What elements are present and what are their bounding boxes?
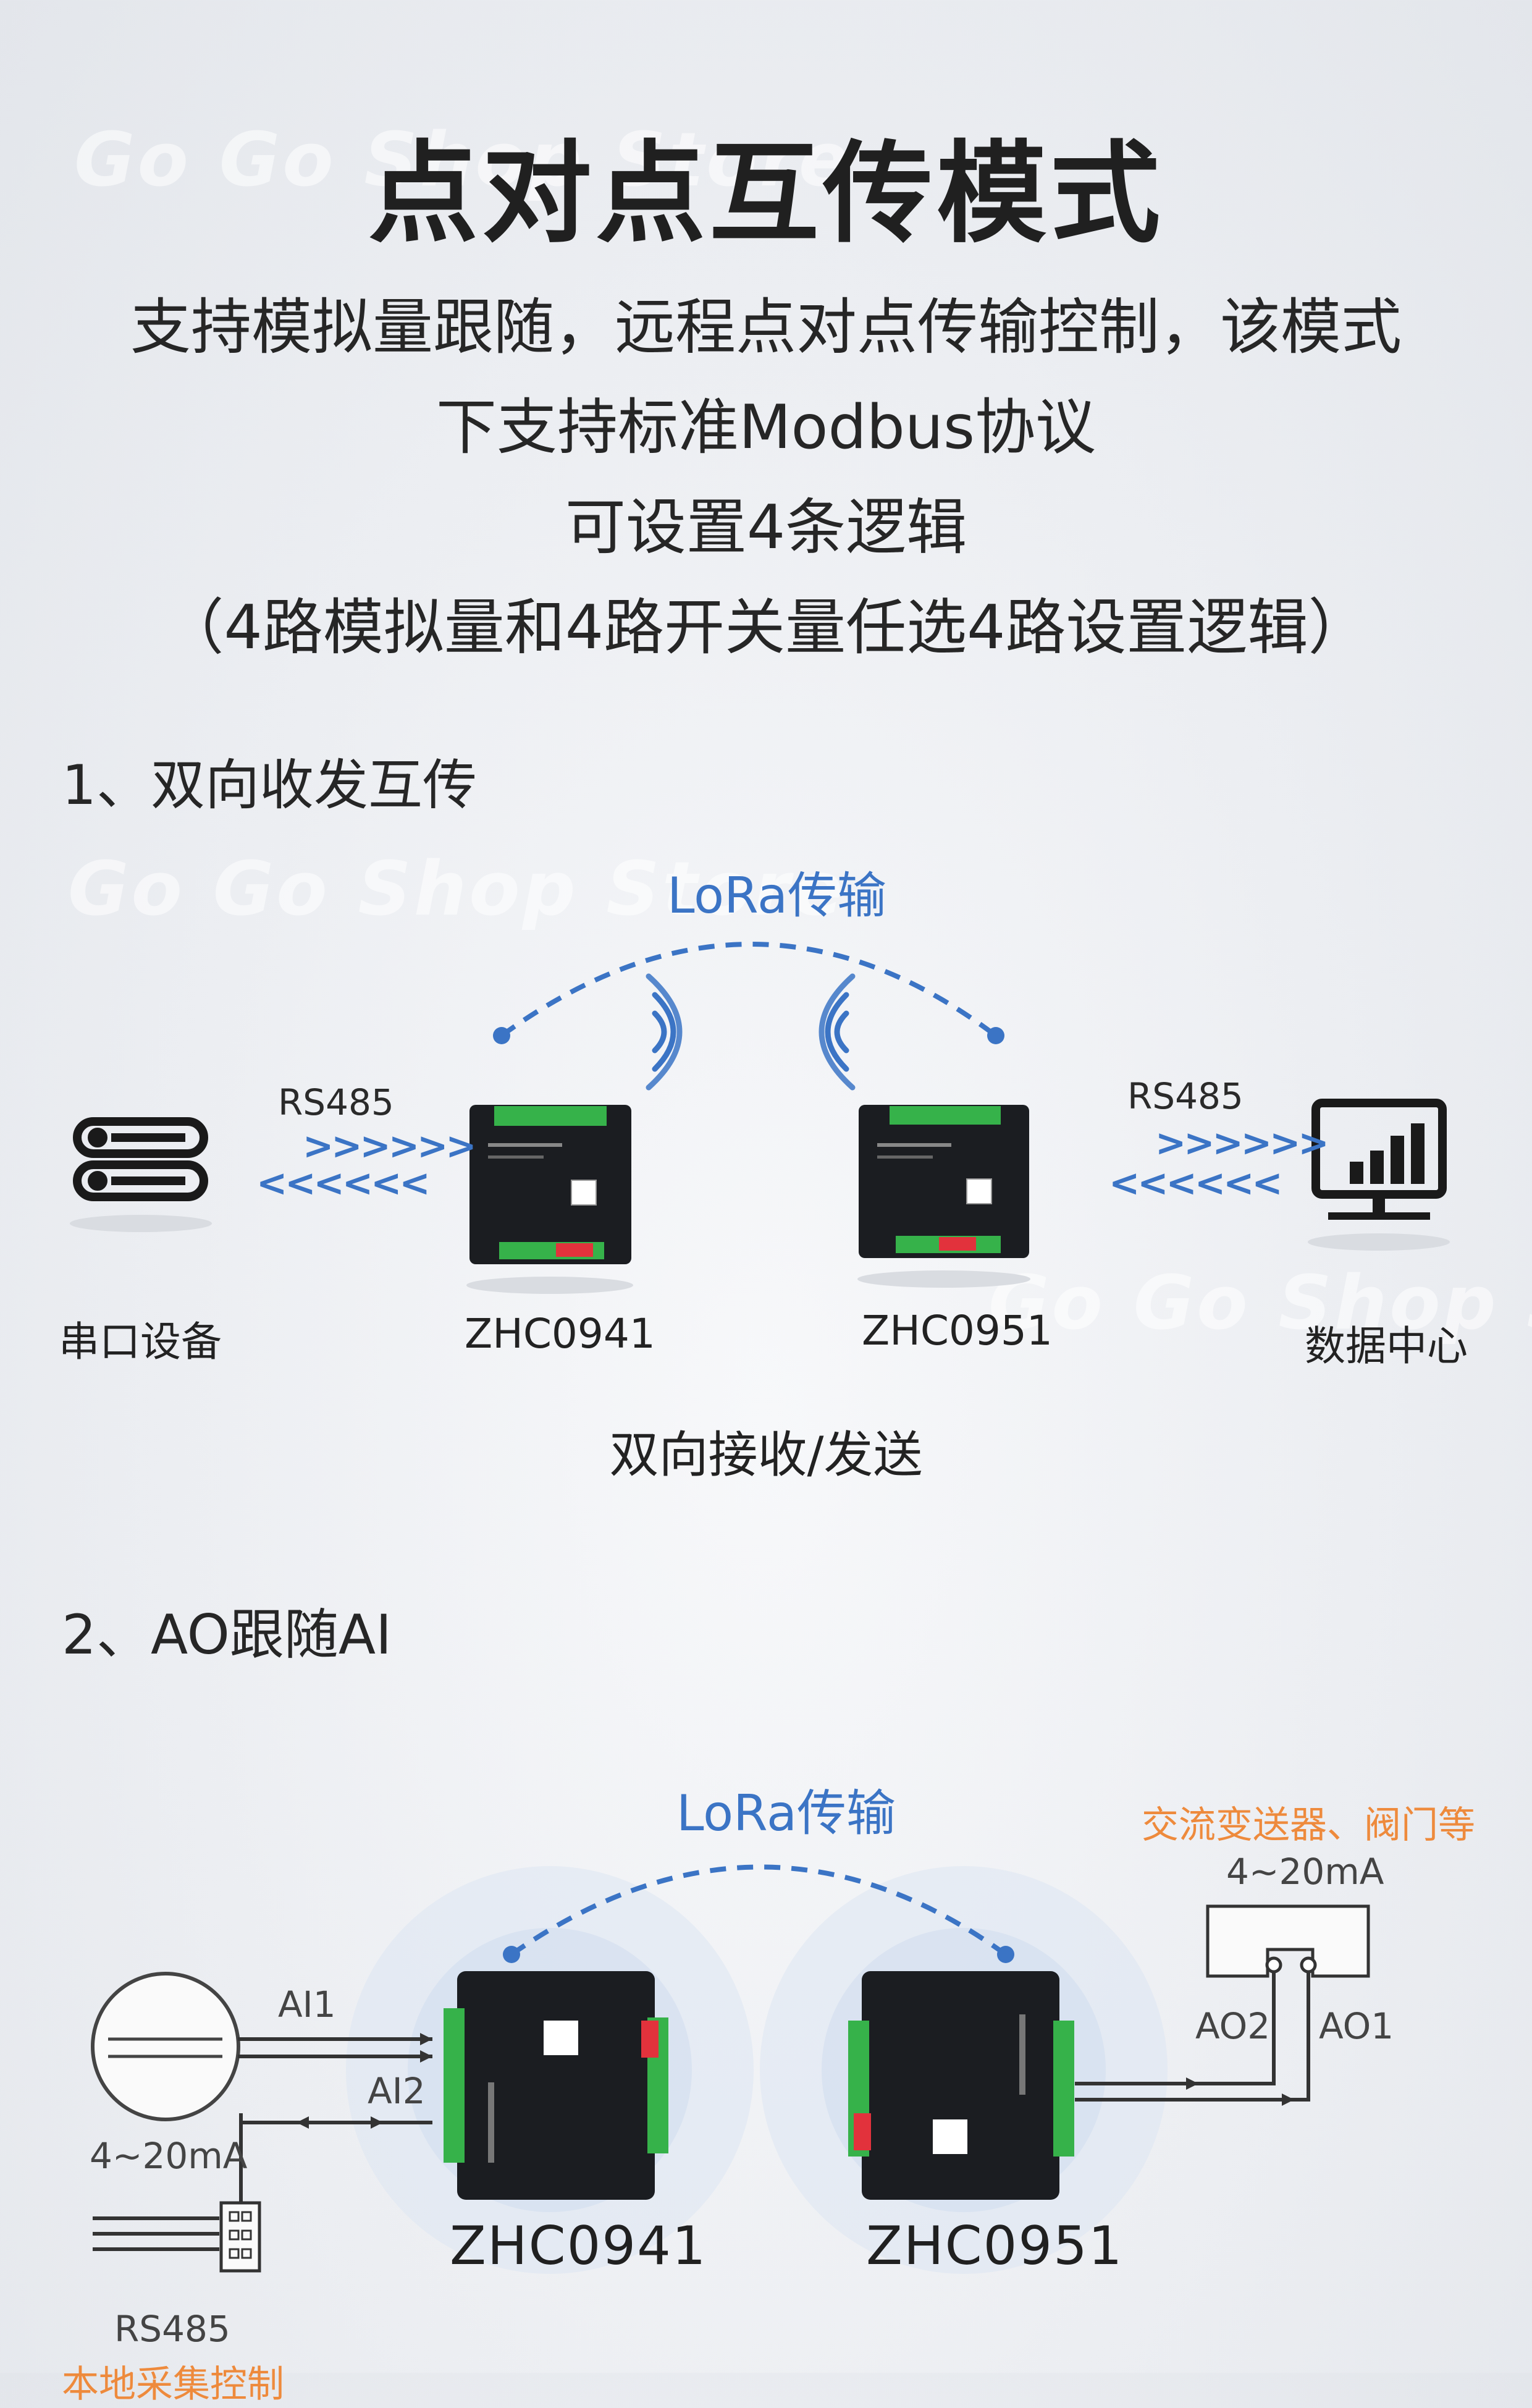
lora-label-2: LoRa传输 <box>676 1785 896 1842</box>
watermark: Go Go Shop Store <box>988 1261 1532 1346</box>
send-arrows-left: >>>>>> <box>303 1125 477 1168</box>
device-1-label: ZHC0941 <box>450 2215 707 2277</box>
send-arrows-right: >>>>>> <box>1155 1122 1329 1165</box>
lora-label-1: LoRa传输 <box>667 867 886 924</box>
device-1-label: ZHC0941 <box>465 1310 655 1358</box>
watermark: Go Go Shop Store <box>68 847 846 932</box>
ai1-label: AI1 <box>278 1983 336 2026</box>
recv-arrows-right: <<<<<< <box>1109 1162 1283 1205</box>
watermark: Go Go Shop Store <box>74 117 852 203</box>
recv-arrows-left: <<<<<< <box>256 1162 431 1205</box>
section-1-heading: 1、双向收发互传 <box>62 753 477 817</box>
zhc0941-device-image <box>469 1105 631 1264</box>
page-title: 点对点互传模式 <box>368 130 1164 258</box>
sensor-gauge-icon <box>91 1972 240 2121</box>
device-2-label: ZHC0951 <box>866 2215 1124 2277</box>
device-2-label: ZHC0951 <box>862 1307 1053 1354</box>
arc-endpoint <box>987 1027 1004 1044</box>
wifi-signal-icon <box>646 973 683 1091</box>
wifi-signal-icon <box>819 973 856 1091</box>
output-current-label: 4~20mA <box>1226 1851 1384 1893</box>
lora-arc <box>510 1864 1008 1957</box>
ao2-label: AO2 <box>1195 2005 1271 2047</box>
arc-endpoint <box>493 1027 510 1044</box>
data-center-label: 数据中心 <box>1305 1322 1468 1370</box>
subtitle-line-1: 支持模拟量跟随，远程点对点传输控制，该模式 <box>130 292 1402 363</box>
ai2-label: AI2 <box>368 2070 426 2112</box>
rs485-label-left: RS485 <box>278 1081 394 1123</box>
subtitle-line-2: 下支持标准Modbus协议 <box>436 392 1096 463</box>
output-target-label: 交流变送器、阀门等 <box>1142 1804 1475 1847</box>
input-current-label: 4~20mA <box>90 2135 248 2177</box>
lora-arc <box>500 942 998 1038</box>
monitor-chart-icon <box>1311 1099 1447 1220</box>
arc-endpoint <box>997 1946 1014 1963</box>
rs485-label-bottom: RS485 <box>114 2308 230 2350</box>
zhc0941-device-image <box>444 1971 668 2200</box>
ao1-label: AO1 <box>1319 2005 1394 2047</box>
serial-device-label: 串口设备 <box>59 1318 222 1366</box>
arc-endpoint <box>503 1946 520 1963</box>
rs485-connector-icon <box>219 2201 261 2273</box>
local-control-label: 本地采集控制 <box>62 2363 284 2406</box>
bidirectional-caption: 双向接收/发送 <box>609 1426 923 1484</box>
zhc0951-device-image <box>848 1971 1074 2200</box>
subtitle-line-4: （4路模拟量和4路开关量任选4路设置逻辑） <box>163 593 1369 663</box>
subtitle-line-3: 可设置4条逻辑 <box>565 492 967 563</box>
server-icon <box>73 1117 208 1201</box>
zhc0951-device-image <box>859 1105 1029 1258</box>
section-2-heading: 2、AO跟随AI <box>62 1603 392 1667</box>
rs485-label-right: RS485 <box>1127 1075 1244 1117</box>
transmitter-box-icon <box>1206 1904 1370 1978</box>
